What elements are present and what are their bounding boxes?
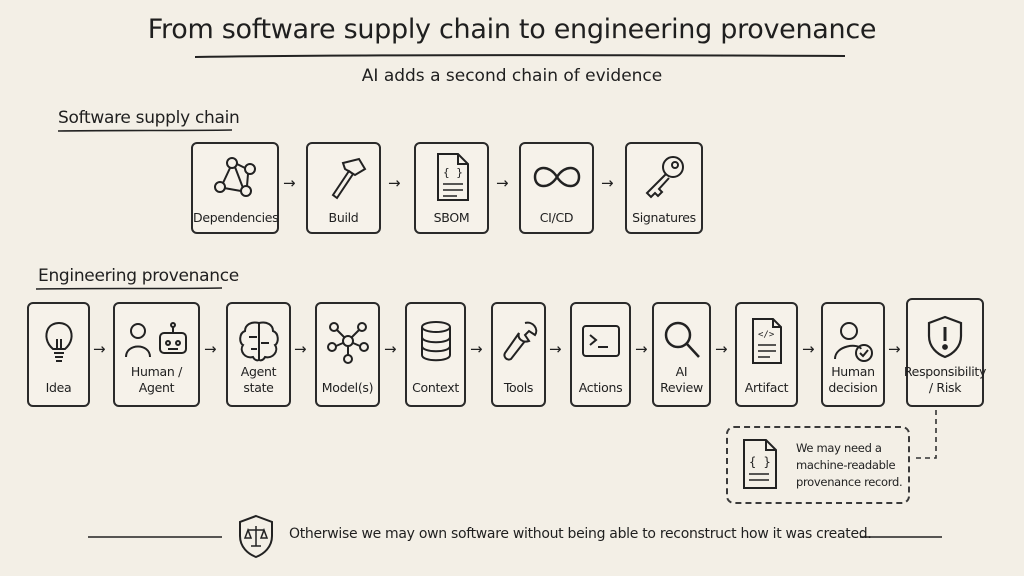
note-line: We may need a [796,441,882,455]
magnifier-icon [664,321,700,358]
person-check-icon [834,322,873,362]
document-braces-icon: { } [436,153,469,201]
human-agent-box: Human / Agent [113,302,200,407]
responsibility-risk-label: Responsibility / Risk [903,364,987,395]
provenance-record-note: { } We may need a machine-readable prove… [726,426,910,504]
build-label: Build [328,210,359,225]
provenance-heading: Engineering provenance [38,266,239,286]
tools-label: Tools [503,380,534,395]
context-label: Context [412,380,459,395]
ai-review-box: AI Review [652,302,711,407]
artifact-box: </> Artifact [735,302,798,407]
signatures-box: Signatures [625,142,703,234]
arrow: → [496,174,509,192]
arrow: → [888,340,901,358]
human-agent-label: Human / Agent [130,364,183,395]
person-robot-icon [124,322,187,358]
scales-shield-icon [239,514,273,559]
code-file-icon: </> [751,318,782,364]
note-line: provenance record. [796,475,903,489]
arrow: → [283,174,296,192]
supply-chain-heading: Software supply chain [58,108,240,128]
arrow: → [601,174,614,192]
arrow: → [549,340,562,358]
terminal-icon [581,325,620,357]
arrow: → [93,340,106,358]
models-box: Model(s) [315,302,380,407]
database-icon [420,321,451,362]
models-label: Model(s) [321,380,374,395]
hammer-icon [331,157,366,200]
agent-state-label: Agent state [240,364,277,395]
sbom-box: { } SBOM [414,142,489,234]
graph-nodes-icon [214,157,256,197]
infinity-icon [533,166,580,188]
agent-state-box: Agent state [226,302,291,407]
shield-alert-icon [927,315,963,359]
key-icon [645,156,684,199]
signatures-label: Signatures [632,210,696,225]
page-title: From software supply chain to engineerin… [147,14,877,45]
actions-box: Actions [570,302,631,407]
brain-icon [238,321,279,362]
document-braces-icon: { } [743,439,777,489]
svg-text:</>: </> [758,330,775,340]
actions-label: Actions [578,380,623,395]
tools-box: Tools [491,302,546,407]
arrow: → [470,340,483,358]
note-line: machine-readable [796,458,896,472]
svg-text:{ }: { } [749,455,771,469]
arrow: → [294,340,307,358]
footer-statement: Otherwise we may own software without be… [289,526,872,542]
build-box: Build [306,142,381,234]
ai-review-label: AI Review [660,364,703,395]
sbom-label: SBOM [433,210,470,225]
context-box: Context [405,302,466,407]
svg-text:{ }: { } [443,166,463,179]
dependencies-label: Dependencies [193,210,279,225]
wrench-icon [503,321,537,361]
network-icon [326,322,369,364]
responsibility-risk-box: Responsibility / Risk [903,298,987,407]
lightbulb-icon [44,322,73,362]
cicd-label: CI/CD [539,210,574,225]
arrow: → [388,174,401,192]
arrow: → [715,340,728,358]
dependencies-box: Dependencies [191,142,279,234]
human-decision-label: Human decision [828,364,878,395]
cicd-box: CI/CD [519,142,594,234]
idea-label: Idea [45,380,72,395]
human-decision-box: Human decision [821,302,885,407]
artifact-label: Artifact [744,380,789,395]
arrow: → [384,340,397,358]
arrow: → [802,340,815,358]
page-subtitle: AI adds a second chain of evidence [361,66,663,86]
arrow: → [635,340,648,358]
idea-box: Idea [27,302,90,407]
arrow: → [204,340,217,358]
